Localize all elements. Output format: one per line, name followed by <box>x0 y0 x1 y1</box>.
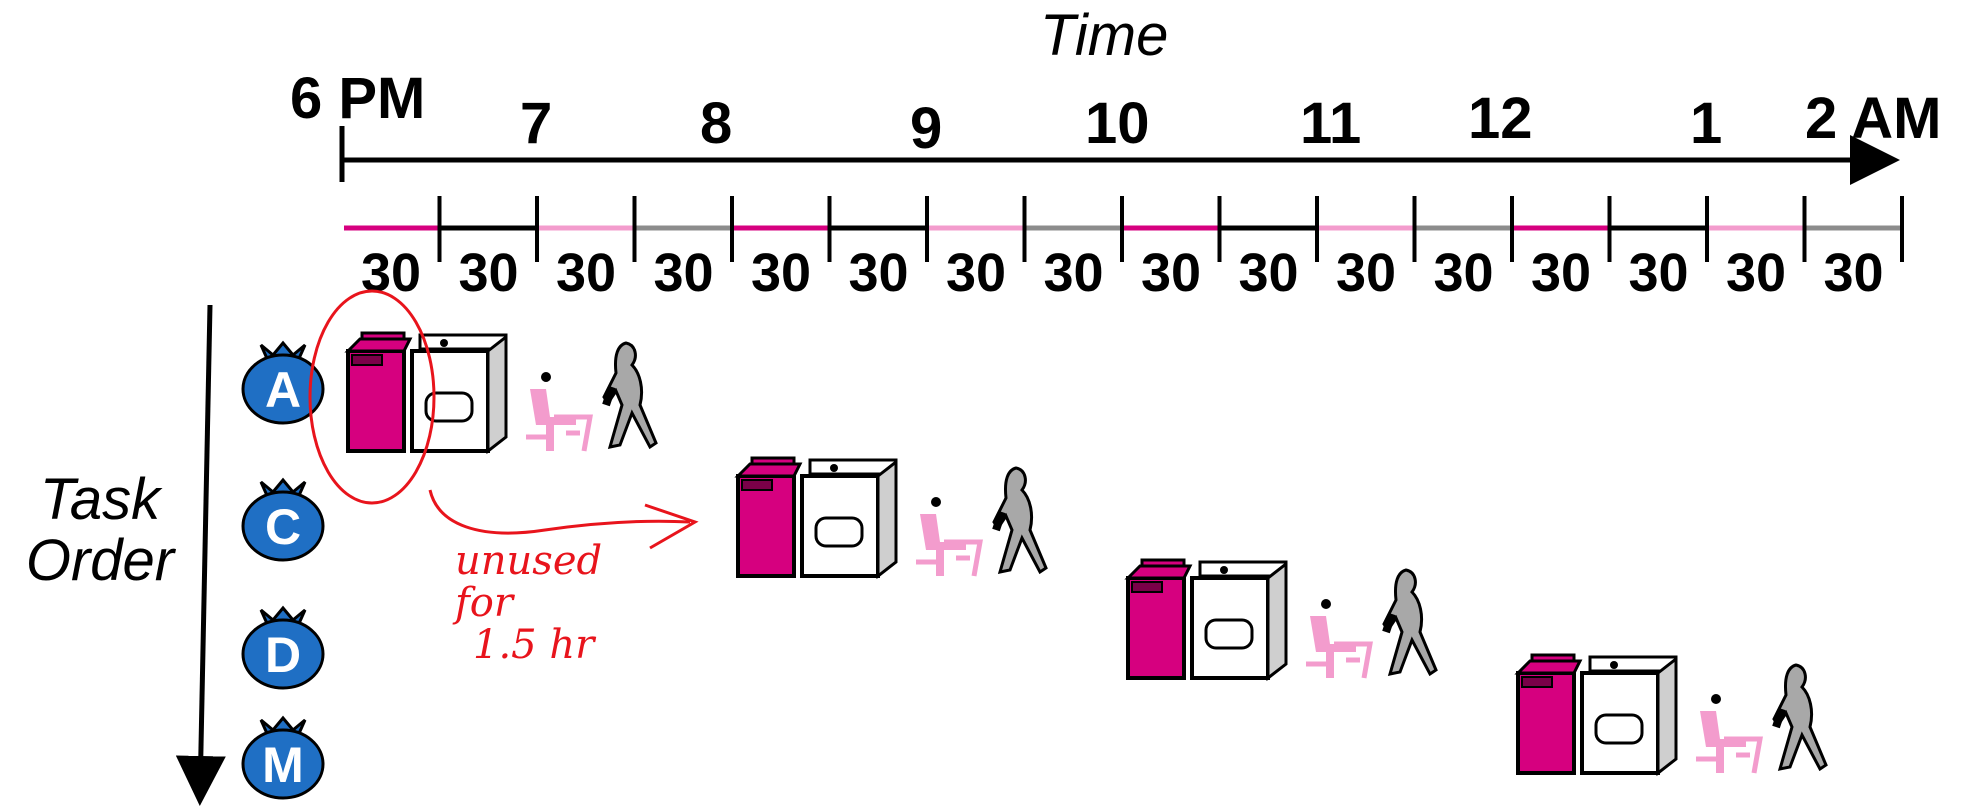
washer-icon <box>344 331 413 453</box>
folding-person-icon <box>526 372 593 452</box>
segment-label: 30 <box>1530 243 1592 303</box>
station-set <box>344 331 658 455</box>
unused-annotation-line1: unused for <box>455 538 603 626</box>
station-set <box>1514 653 1828 777</box>
station-set <box>1124 558 1438 682</box>
dryer-icon <box>800 458 898 580</box>
hour-label: 12 <box>1468 86 1533 151</box>
walking-person-icon <box>1772 663 1828 772</box>
segment-label: 30 <box>1433 243 1494 303</box>
station-set <box>734 456 1048 580</box>
hour-label: 8 <box>700 91 733 156</box>
folding-person-icon <box>1306 599 1373 679</box>
annotation-arrow <box>428 489 691 535</box>
laundry-bag-a: A <box>241 340 325 425</box>
unused-annotation: unused for 1.5 hr <box>455 540 602 666</box>
task-order-label-line1: Task <box>39 467 161 532</box>
hour-label: 1 <box>1690 91 1723 156</box>
segment-label: 30 <box>1335 243 1397 303</box>
segment-label: 30 <box>1140 243 1202 303</box>
walking-person-icon <box>992 466 1048 575</box>
washer-icon <box>1124 558 1193 680</box>
timeline-segments <box>344 196 1904 262</box>
task-order-label-line2: Order <box>25 527 175 593</box>
time-title: Time <box>1040 3 1169 68</box>
dryer-icon <box>1190 560 1288 682</box>
laundry-bag-m: M <box>241 715 325 800</box>
segment-label: 30 <box>1823 243 1884 303</box>
segment-label: 30 <box>555 243 617 303</box>
segment-label: 30 <box>458 243 519 303</box>
hour-label: 7 <box>520 91 553 156</box>
hour-label: 9 <box>910 96 943 161</box>
annotation-circle <box>308 289 436 505</box>
segment-label: 30 <box>750 243 812 303</box>
segment-label: 30 <box>1238 243 1299 303</box>
washer-icon <box>734 456 803 578</box>
task-order-axis-arrow <box>175 304 226 806</box>
unused-annotation-line2: 1.5 hr <box>473 622 595 668</box>
laundry-bag-d: D <box>241 605 325 690</box>
hour-label: 11 <box>1300 91 1362 156</box>
laundry-bag-c: C <box>241 477 325 562</box>
segment-label: 30 <box>1725 243 1787 303</box>
load-letter: C <box>265 499 301 555</box>
folding-person-icon <box>1696 694 1763 774</box>
segment-label: 30 <box>848 243 909 303</box>
load-letter: A <box>265 362 301 418</box>
load-letter: D <box>265 627 301 683</box>
segment-label: 30 <box>653 243 714 303</box>
walking-person-icon <box>1382 568 1438 677</box>
segment-label: 30 <box>1628 243 1689 303</box>
loads-layer: A C DM <box>241 340 325 800</box>
annotation-arrowhead <box>644 503 699 550</box>
segment-label: 30 <box>1043 243 1104 303</box>
hour-label: 10 <box>1085 91 1150 156</box>
folding-person-icon <box>916 497 983 577</box>
walking-person-icon <box>602 341 658 450</box>
hour-label: 6 PM <box>290 66 426 131</box>
dryer-icon <box>410 333 508 455</box>
task-order-label: Task Order <box>10 467 190 593</box>
stations-layer <box>344 331 1828 777</box>
load-letter: M <box>262 737 304 793</box>
dryer-icon <box>1580 655 1678 777</box>
segment-label: 30 <box>945 243 1007 303</box>
washer-icon <box>1514 653 1583 775</box>
